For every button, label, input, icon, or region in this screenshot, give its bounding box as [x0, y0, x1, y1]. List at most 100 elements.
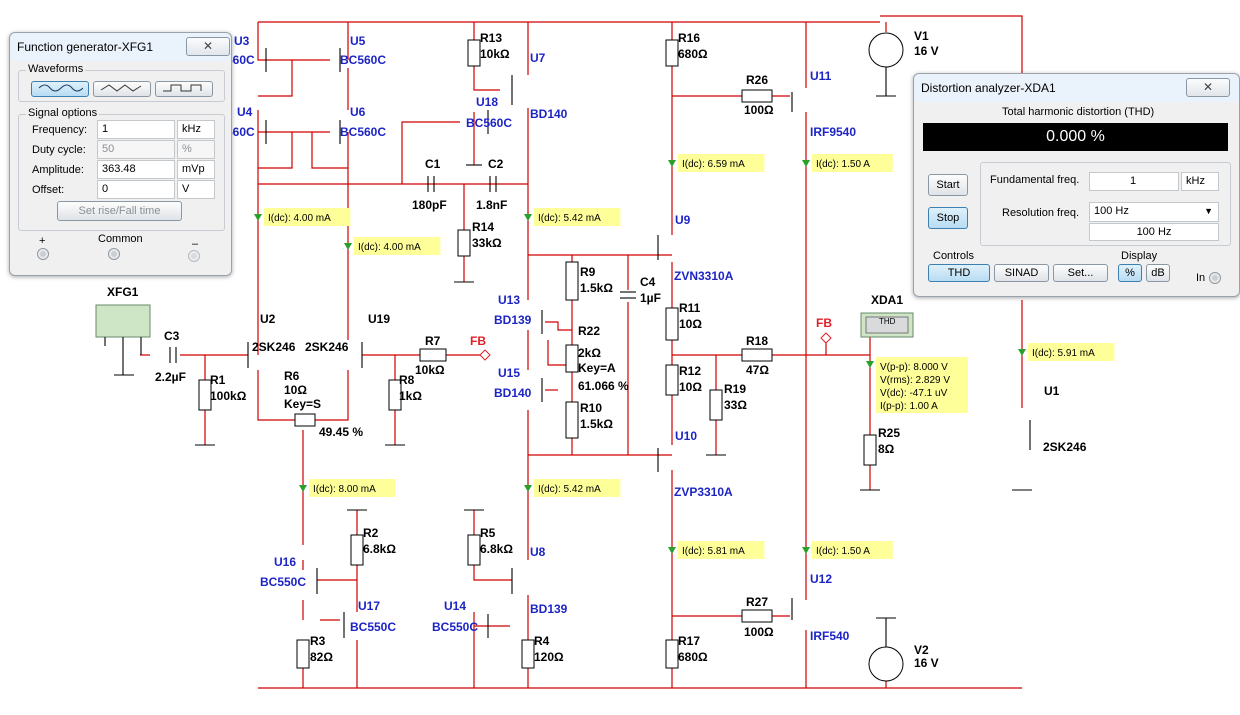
label-r22k: Key=A	[578, 361, 616, 375]
probe-p6[interactable]: I(dc): 5.91 mA	[1018, 343, 1115, 361]
frequency-field[interactable]: 1	[97, 120, 175, 139]
frequency-unit[interactable]: kHz	[177, 120, 215, 139]
label-u8v: BD139	[530, 602, 568, 616]
sine-wave-button[interactable]	[31, 81, 89, 97]
probe-p1[interactable]: I(dc): 4.00 mA	[254, 208, 351, 226]
waveforms-label: Waveforms	[26, 63, 86, 75]
amplitude-field[interactable]: 363.48	[97, 160, 175, 179]
resolution-freq-select[interactable]: 100 Hz ▼	[1089, 202, 1219, 222]
probe-p9[interactable]: I(dc): 5.81 mA	[668, 541, 765, 559]
resistors[interactable]	[198, 39, 877, 669]
label-u11v: IRF9540	[810, 125, 856, 139]
distortion-analyzer-titlebar[interactable]: Distortion analyzer-XDA1	[914, 74, 1239, 102]
probe-p3[interactable]: I(dc): 5.42 mA	[524, 208, 621, 226]
probe-text: I(dc): 5.91 mA	[1032, 348, 1095, 359]
amplitude-label: Amplitude:	[32, 164, 84, 176]
percent-display-button[interactable]: %	[1118, 264, 1142, 282]
probe-arrow-icon	[524, 485, 532, 492]
plus-terminal-radio[interactable]	[37, 248, 49, 260]
amplitude-unit[interactable]: mVp	[177, 160, 215, 179]
output-probe-line: V(rms): 2.829 V	[880, 375, 950, 386]
probe-background	[812, 154, 893, 172]
square-wave-button[interactable]	[155, 81, 213, 97]
label-r17: R17	[678, 634, 700, 648]
probe-p8[interactable]: I(dc): 5.42 mA	[524, 479, 621, 497]
label-u3v: 560C	[226, 53, 255, 67]
label-u10: U10	[675, 429, 697, 443]
output-probe[interactable]: V(p-p): 8.000 VV(rms): 2.829 VV(dc): -47…	[866, 357, 968, 413]
fundamental-freq-label: Fundamental freq.	[990, 174, 1080, 186]
probe-layer: I(dc): 4.00 mA I(dc): 4.00 mA I(dc): 5.42 …	[254, 154, 1115, 559]
label-r13: R13	[480, 31, 502, 45]
label-v2v: 16 V	[914, 656, 939, 670]
probe-arrow-icon	[299, 485, 307, 492]
probe-background	[678, 541, 765, 559]
duty-cycle-field: 50	[97, 140, 175, 159]
db-display-button[interactable]: dB	[1146, 264, 1170, 282]
label-c3v: 2.2µF	[155, 370, 186, 384]
thd-mode-button[interactable]: THD	[928, 264, 990, 282]
label-r7v: 10kΩ	[415, 363, 445, 377]
probe-p10[interactable]: I(dc): 1.50 A	[802, 541, 893, 559]
thd-caption: Total harmonic distortion (THD)	[1002, 106, 1155, 118]
offset-field[interactable]: 0	[97, 180, 175, 199]
probe-arrow-icon	[254, 214, 262, 221]
label-c2v: 1.8nF	[476, 198, 507, 212]
probe-p5[interactable]: I(dc): 1.50 A	[802, 154, 893, 172]
probe-p4[interactable]: I(dc): 6.59 mA	[668, 154, 765, 172]
set-rise-fall-button: Set rise/Fall time	[57, 201, 182, 221]
label-r25: R25	[878, 426, 900, 440]
label-u9: U9	[675, 213, 691, 227]
probe-arrow-icon	[344, 243, 352, 250]
label-u11: U11	[810, 69, 832, 83]
probe-p7[interactable]: I(dc): 8.00 mA	[299, 479, 396, 497]
label-r6p: 49.45 %	[319, 425, 363, 439]
label-u10v: ZVP3310A	[674, 485, 733, 499]
label-r17v: 680Ω	[678, 650, 708, 664]
label-r13v: 10kΩ	[480, 47, 510, 61]
input-terminal-radio[interactable]	[1209, 272, 1221, 284]
square-icon	[163, 84, 202, 92]
label-u12v: IRF540	[810, 629, 850, 643]
offset-unit[interactable]: V	[177, 180, 215, 199]
triangle-icon	[100, 84, 142, 92]
label-u3: U3	[234, 34, 250, 48]
distortion-analyzer-window[interactable]: Distortion analyzer-XDA1 ✕ Total harmoni…	[913, 73, 1240, 297]
probe-arrow-icon	[802, 547, 810, 554]
output-probe-line: V(p-p): 8.000 V	[880, 362, 948, 373]
label-r26: R26	[746, 73, 768, 87]
display-label: Display	[1121, 250, 1158, 262]
label-c1: C1	[425, 157, 441, 171]
label-u18: U18	[476, 95, 498, 109]
close-button[interactable]: ✕	[186, 37, 230, 56]
label-r10: R10	[580, 401, 602, 415]
label-r16v: 680Ω	[678, 47, 708, 61]
fundamental-freq-field[interactable]: 1	[1089, 172, 1179, 191]
function-generator-window[interactable]: Function generator-XFG1 ✕ Waveforms Sign…	[9, 32, 232, 276]
label-r6k: Key=S	[284, 397, 321, 411]
close-button[interactable]: ✕	[1186, 78, 1230, 97]
resolution-freq-label: Resolution freq.	[1002, 207, 1080, 219]
label-c3: C3	[164, 329, 180, 343]
fundamental-freq-unit[interactable]: kHz	[1181, 172, 1219, 191]
sinad-mode-button[interactable]: SINAD	[994, 264, 1049, 282]
output-probe-line: I(p-p): 1.00 A	[880, 401, 938, 412]
label-u2: U2	[260, 312, 276, 326]
triangle-wave-button[interactable]	[93, 81, 151, 97]
voltage-sources[interactable]	[868, 32, 904, 682]
label-r6v: 10Ω	[284, 383, 307, 397]
settings-button[interactable]: Set...	[1053, 264, 1108, 282]
label-r9: R9	[580, 265, 596, 279]
label-fb1: FB	[470, 334, 486, 348]
minus-terminal-radio[interactable]	[188, 250, 200, 262]
offset-label: Offset:	[32, 184, 65, 196]
capacitors[interactable]	[169, 176, 636, 363]
start-button[interactable]: Start	[928, 174, 968, 196]
instrument-icons[interactable]	[95, 304, 914, 375]
label-u1: U1	[1044, 384, 1060, 398]
stop-button[interactable]: Stop	[928, 207, 968, 229]
transistors[interactable]	[247, 48, 1031, 638]
probe-p2[interactable]: I(dc): 4.00 mA	[344, 237, 441, 255]
common-terminal-radio[interactable]	[108, 248, 120, 260]
